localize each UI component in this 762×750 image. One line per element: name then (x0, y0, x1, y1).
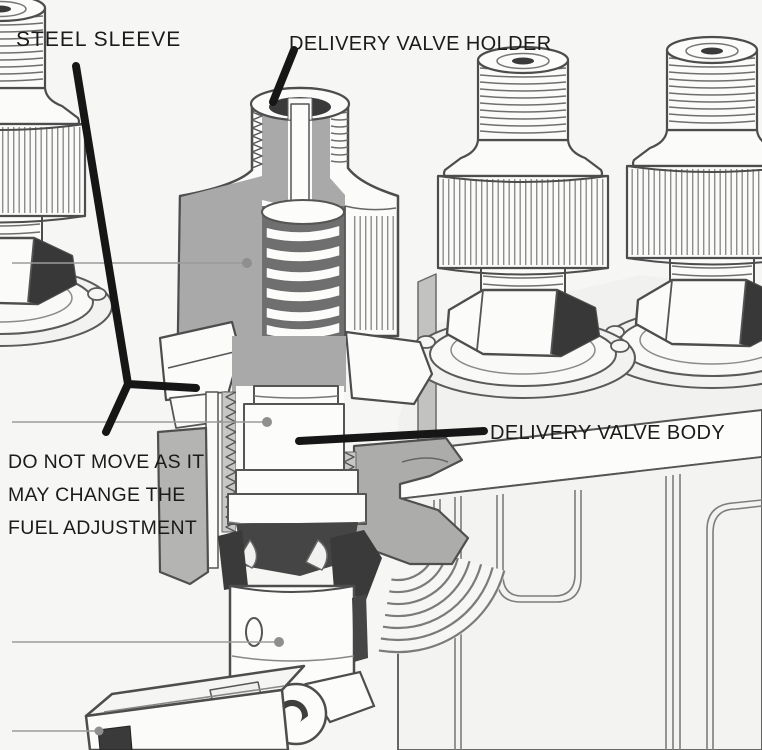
roller-crescent (284, 699, 309, 722)
callout-dot-body-upper (242, 258, 252, 268)
shadow-right (330, 530, 382, 600)
pointer-steel-sleeve (72, 62, 200, 436)
knurl-edge-arcs (0, 123, 86, 224)
box-front-face (84, 688, 290, 750)
solid-holder-shapes (0, 0, 113, 347)
pointer-lines (72, 46, 488, 445)
label-delivery-valve-body: DELIVERY VALVE BODY (490, 422, 725, 444)
shadow-left (218, 530, 248, 590)
mounting-boss-ring (0, 273, 73, 323)
callout-dot-valve (262, 417, 272, 427)
holder-top-bore (0, 5, 11, 13)
clamp-detail-line (401, 457, 449, 463)
callout-dot-box (94, 726, 104, 736)
valve-body-disc1 (235, 469, 359, 497)
holder-top-ring (0, 0, 27, 18)
cut-surface-bore-right (312, 102, 345, 206)
cutaway-knurl-stripes (350, 216, 396, 330)
lower-shadow (236, 522, 358, 576)
cam-follower-box (84, 664, 306, 750)
callout-dot-barrel (274, 637, 284, 647)
barrel-port-hole (245, 617, 263, 647)
hex-flat-right (344, 330, 434, 406)
label-warning-line1: DO NOT MOVE AS IT (8, 451, 205, 473)
hex-nut-dark-facet (28, 238, 76, 304)
valve-body-cap-line (253, 395, 339, 399)
callout-lines (12, 258, 284, 736)
hex-flat-left-facet (167, 351, 235, 369)
cutaway-knurl-top-arc (344, 205, 397, 211)
hex-nut-facet-lines (27, 237, 35, 303)
knurl-stripes (0, 127, 83, 213)
valve-stem (290, 103, 310, 213)
barrel-top-arc (229, 585, 355, 593)
box-front-edge-line (103, 685, 285, 713)
top-thread-zigzag (251, 103, 263, 169)
valve-body-disc2 (227, 493, 367, 525)
cut-surface-bore-left (262, 102, 288, 206)
top-thread-lines-right (330, 111, 349, 163)
label-warning-line2: MAY CHANGE THE (8, 484, 186, 506)
label-delivery-valve-holder: DELIVERY VALVE HOLDER (289, 33, 552, 55)
barrel-mid-line (231, 655, 355, 662)
pointer-delivery-valve-body (295, 427, 488, 445)
label-steel-sleeve: STEEL SLEEVE (16, 28, 181, 51)
spring-cap (261, 199, 345, 225)
pointer-delivery-valve-holder (269, 46, 298, 106)
lower-detail-right (305, 539, 328, 571)
box-hole (97, 725, 133, 750)
pump-body-front (397, 456, 762, 750)
cut-surface-left (179, 176, 262, 336)
barrel-side-shadow (352, 594, 368, 662)
side-bracket (156, 426, 210, 586)
flange-stud-right (87, 287, 107, 301)
label-warning-line3: FUEL ADJUSTMENT (8, 517, 197, 539)
cut-surface-flange (232, 336, 346, 392)
